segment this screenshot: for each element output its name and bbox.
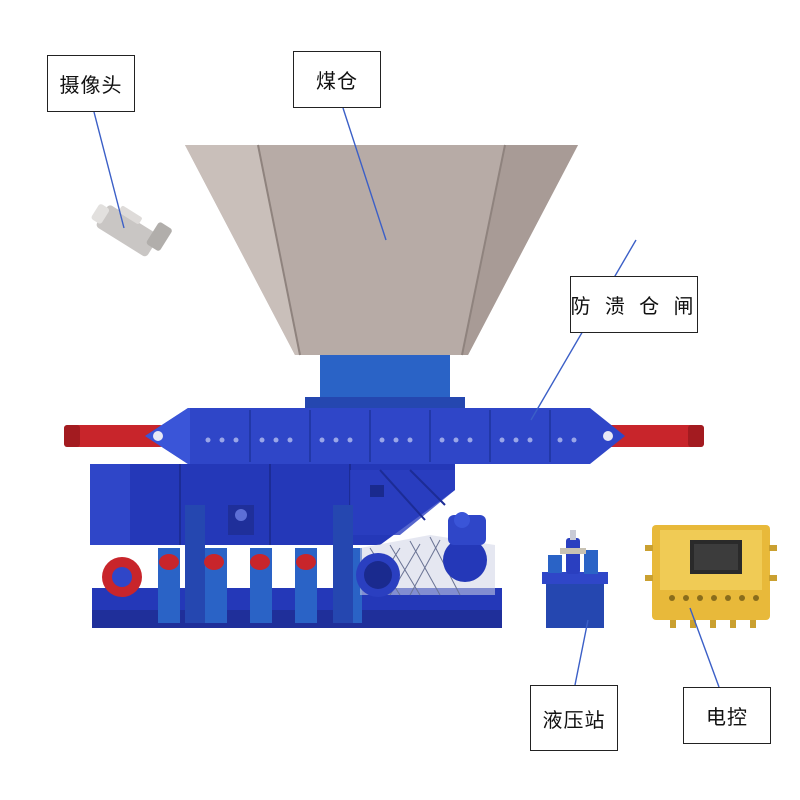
electric-control-box	[645, 525, 777, 628]
leader-control	[689, 607, 720, 688]
bin-chute	[305, 355, 465, 409]
electric-control-label: 电控	[683, 687, 771, 744]
hydraulic-station-label: 液压站	[530, 685, 618, 751]
feeder-body	[90, 464, 455, 545]
leader-coal-bin	[342, 107, 387, 241]
drive-unit	[356, 512, 495, 597]
camera-label: 摄像头	[47, 55, 135, 112]
anti-burst-gate	[64, 408, 704, 464]
camera	[91, 204, 172, 257]
leader-hydraulic	[574, 619, 589, 686]
hydraulic-station	[542, 530, 608, 628]
leader-camera	[93, 111, 125, 229]
coal-bin-label: 煤仓	[293, 51, 381, 108]
coal-bin	[185, 144, 578, 356]
anti-burst-gate-label: 防 溃 仓 闸	[570, 276, 698, 333]
